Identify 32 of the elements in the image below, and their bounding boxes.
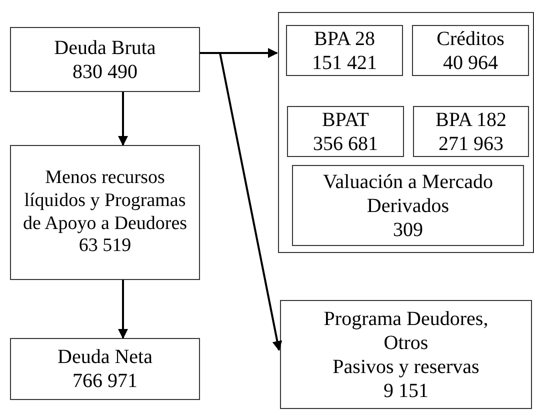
label-text: Programa Deudores, Otros	[322, 307, 490, 355]
amount-text: 271 963	[438, 132, 504, 156]
process-box	[287, 106, 404, 157]
process-box	[413, 106, 529, 157]
label-text: Deuda Neta	[58, 345, 152, 369]
process-box	[412, 25, 529, 76]
group-box	[278, 12, 534, 253]
label-text: BPAT	[322, 108, 370, 132]
label-text: Pasivos y reservas	[332, 355, 480, 379]
process-box	[280, 300, 532, 409]
process-box	[10, 145, 200, 280]
amount-text: 151 421	[312, 50, 377, 74]
amount-text: 63 519	[78, 235, 132, 258]
amount-text: 309	[393, 218, 423, 242]
arrow	[118, 280, 128, 339]
label-text: BPA 182	[436, 108, 506, 132]
amount-text: 766 971	[72, 369, 138, 393]
amount-text: 40 964	[443, 50, 498, 74]
amount-text: 356 681	[313, 132, 378, 156]
process-box	[10, 338, 200, 400]
process-box	[286, 25, 403, 76]
label-text: Valuación a Mercado Derivados	[322, 170, 494, 218]
label-text: BPA 28	[314, 26, 375, 50]
process-box	[292, 165, 524, 246]
label-text: Créditos	[436, 26, 504, 50]
arrow	[118, 92, 128, 146]
arrow	[200, 52, 282, 351]
amount-text: 830 490	[72, 60, 138, 84]
process-box	[10, 27, 200, 92]
amount-text: 9 151	[384, 379, 428, 403]
label-text: Deuda Bruta	[54, 36, 156, 60]
label-text: Menos recursos líquidos y Programas de Apoyo a Deudores	[22, 166, 188, 236]
